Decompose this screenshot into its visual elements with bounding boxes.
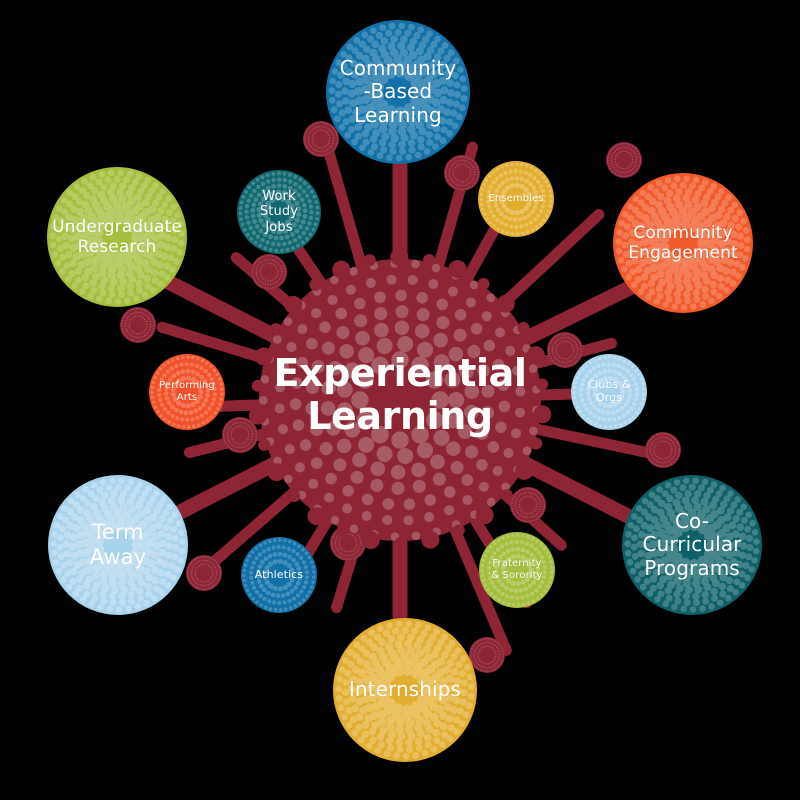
node-clubs-and-orgs[interactable] <box>571 354 647 430</box>
connector-dot-lower-left <box>186 555 222 591</box>
spoke-line <box>206 479 309 569</box>
connector-dot-top-left <box>303 121 339 157</box>
center-node-experiential-learning[interactable] <box>248 248 552 550</box>
node-undergraduate-research[interactable] <box>47 167 187 307</box>
node-internships[interactable] <box>333 618 477 762</box>
spoke-line <box>444 513 512 656</box>
connector-dots-layer <box>120 121 681 673</box>
connector-dot-upper-mid-left <box>251 254 287 290</box>
connector-dot-right <box>645 432 681 468</box>
node-work-study-jobs[interactable] <box>237 170 321 254</box>
node-term-away[interactable] <box>48 475 188 615</box>
node-performing-arts[interactable] <box>149 354 225 430</box>
nodes-layer <box>47 20 762 762</box>
spoke-line <box>520 421 674 463</box>
connector-dot-left <box>120 307 156 343</box>
connector-dot-bottom-right <box>469 637 505 673</box>
node-co-curricular-programs[interactable] <box>622 475 762 615</box>
node-fraternity-sorority[interactable] <box>479 532 555 608</box>
connector-dot-upper-mid-right <box>444 155 480 191</box>
node-ensembles[interactable] <box>478 161 554 237</box>
node-community-based-learning[interactable] <box>326 20 470 164</box>
connector-dot-mid-left <box>222 417 258 453</box>
connector-dot-lower-mid-right <box>510 487 546 523</box>
spoke-line <box>488 209 605 318</box>
node-athletics[interactable] <box>241 537 317 613</box>
spoke-line <box>322 143 370 282</box>
center-node-layer <box>248 248 552 550</box>
connector-dot-mid-right <box>547 332 583 368</box>
connector-dot-top-right <box>606 142 642 178</box>
node-community-engagement[interactable] <box>613 173 753 313</box>
